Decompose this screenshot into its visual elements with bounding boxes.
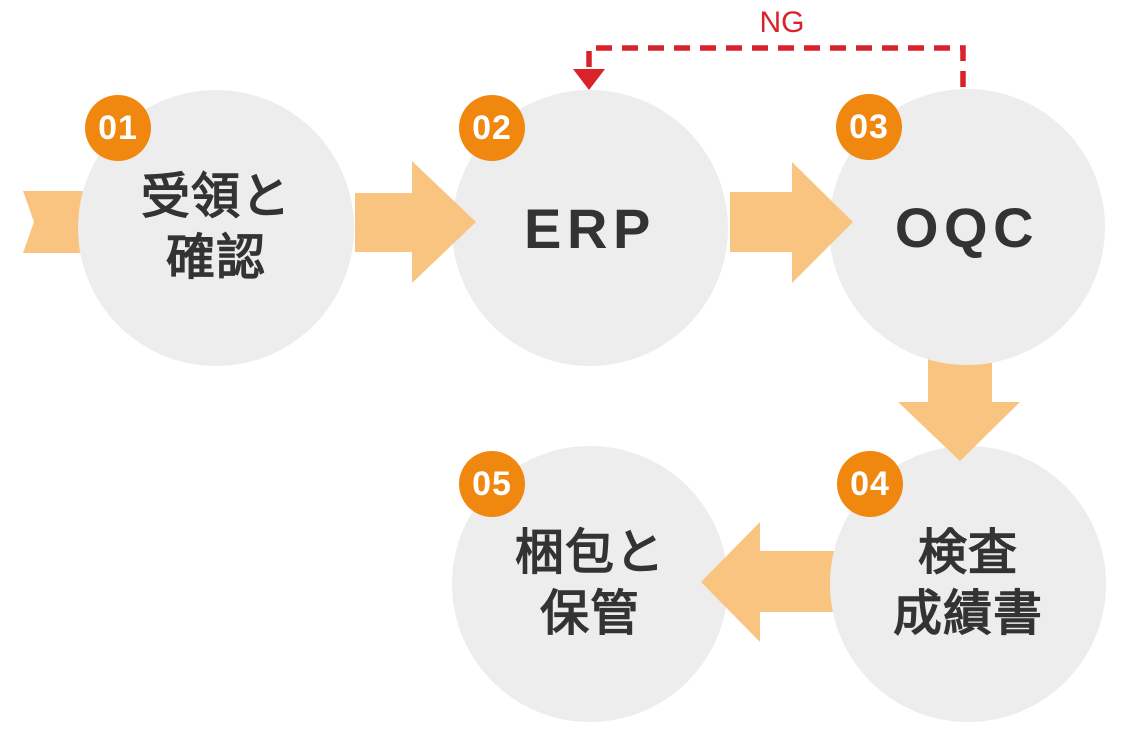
step-circle-5: 05 梱包と 保管 [452,446,728,722]
step-number-badge-2: 02 [459,95,525,161]
step-number-badge-3: 03 [836,94,902,160]
ng-arrowhead-icon [573,69,605,90]
ng-dashed-line-icon [586,45,966,87]
step-number-badge-1: 01 [85,95,151,161]
step-number-badge-5: 05 [459,451,525,517]
step-label-1-line2: 確認 [165,231,266,285]
step-label-5-line1: 梱包と [514,526,665,580]
step-label-3: OQC [895,197,1039,258]
step-circle-2: 02 ERP [452,90,728,366]
ng-feedback-label: NG [759,6,805,39]
step-label-5: 梱包と 保管 [515,523,665,645]
step-label-4-line1: 検査 [917,526,1018,580]
step-label-1: 受領と 確認 [141,167,291,289]
step-label-1-line1: 受領と [140,170,291,224]
step-label-2: ERP [524,198,656,259]
step-label-4-line2: 成績書 [892,587,1043,641]
step-label-2-line1: ERP [524,196,656,260]
arrow-down-step3-to-step4-icon [898,350,1020,461]
step-circle-1: 01 受領と 確認 [78,90,354,366]
step-label-5-line2: 保管 [539,587,640,641]
step-circle-3: 03 OQC [829,89,1105,365]
step-label-4: 検査 成績書 [893,523,1043,645]
step-circle-4: 04 検査 成績書 [830,446,1106,722]
step-label-3-line1: OQC [894,195,1040,259]
step-number-badge-4: 04 [837,451,903,517]
